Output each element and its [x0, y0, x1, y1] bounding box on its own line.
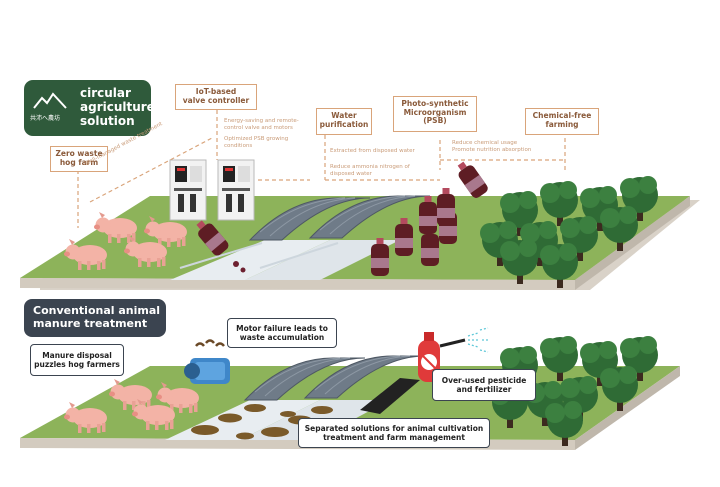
brand-logo: 共沛へ農坊 circular agriculture solution — [24, 80, 155, 136]
psb-line1: Photo-synthetic — [401, 99, 469, 108]
note-psb-2: Promote nutrition absorption — [452, 146, 532, 153]
chemfree-line2: farming — [545, 119, 579, 129]
note-water-3: disposed water — [330, 170, 372, 177]
zero-waste-line2: hog farm — [59, 157, 99, 167]
motor — [184, 339, 230, 384]
conventional-title-line2: manure treatment — [33, 317, 148, 331]
iot-line1: IoT-based — [195, 87, 237, 96]
pesticide-sprayer — [360, 327, 490, 414]
pesticide-line1: Over-used pesticide — [441, 376, 527, 385]
manure-line2: puzzles hog farmers — [34, 360, 120, 369]
label-motor-failure: Motor failure leads to waste accumulatio… — [227, 318, 337, 348]
conventional-title-line1: Conventional animal — [33, 304, 161, 317]
psb-line2: Microorganism — [403, 107, 467, 117]
motor-line2: waste accumulation — [239, 333, 325, 342]
label-manure-disposal: Manure disposal puzzles hog farmers — [30, 344, 124, 376]
motor-line1: Motor failure leads to — [236, 324, 328, 333]
chemfree-line1: Chemical-free — [532, 111, 592, 120]
note-water-1: Extracted from disposed water — [330, 148, 415, 154]
note-psb: Reduce chemical usage Promote nutrition … — [452, 140, 562, 154]
water-line1: Water — [331, 111, 357, 120]
note-iot-4: conditions — [224, 142, 253, 149]
logo-title-line1: circular — [80, 86, 131, 100]
note-iot-3: Optimized PSB growing — [224, 135, 289, 142]
separated-line1: Separated solutions for animal cultivati… — [304, 424, 484, 433]
conventional-title: Conventional animal manure treatment — [24, 299, 166, 337]
note-iot-1: Energy-saving and remote- — [224, 118, 299, 124]
note-iot: Energy-saving and remote- control valve … — [224, 118, 314, 150]
mountain-logo-icon — [33, 92, 67, 109]
label-zero-waste: Zero waste hog farm — [50, 146, 108, 172]
label-separated-solutions: Separated solutions for animal cultivati… — [298, 418, 490, 448]
zero-waste-line1: Zero waste — [55, 149, 103, 158]
brand-text: 共沛へ農坊 — [30, 115, 61, 122]
pesticide-line2: and fertilizer — [456, 385, 512, 394]
label-pesticide: Over-used pesticide and fertilizer — [432, 369, 536, 401]
note-water: Extracted from disposed water Reduce amm… — [330, 148, 440, 178]
iot-line2: valve controller — [182, 95, 250, 105]
separated-line2: treatment and farm management — [323, 433, 465, 442]
note-iot-2: control valve and motors — [224, 124, 293, 131]
psb-line3: (PSB) — [423, 116, 447, 126]
logo-title-line3: solution — [80, 114, 135, 128]
label-chemical-free: Chemical-free farming — [525, 108, 599, 135]
note-water-2: Reduce ammonia nitrogen of — [330, 163, 410, 170]
label-iot-valve: IoT-based valve controller — [175, 84, 257, 110]
label-water-purification: Water purification — [316, 108, 372, 135]
note-psb-1: Reduce chemical usage — [452, 140, 518, 146]
valve-controller-cabinet — [169, 159, 207, 221]
logo-title-line2: agriculture — [80, 100, 155, 114]
water-line2: purification — [319, 119, 369, 129]
manure-line1: Manure disposal — [42, 351, 112, 360]
label-psb: Photo-synthetic Microorganism (PSB) — [393, 96, 477, 132]
